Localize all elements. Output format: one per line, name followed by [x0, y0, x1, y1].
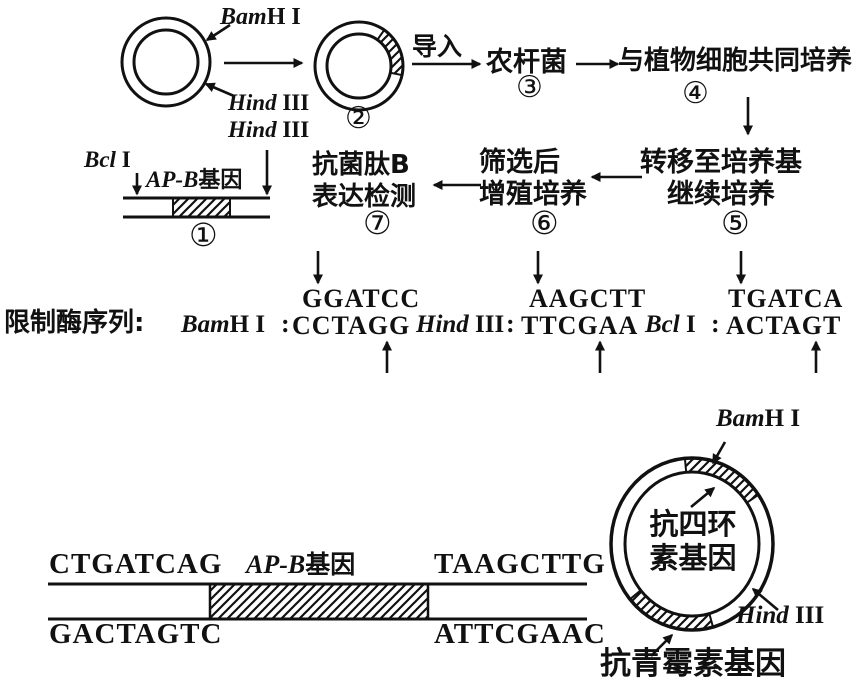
- ampicillin-gene-label: 抗青霉素基因: [600, 646, 786, 682]
- hind3-cut-arrow: [204, 82, 235, 98]
- daoru-label: 导入: [412, 32, 463, 61]
- agrobacterium-label: 农杆菌: [486, 47, 567, 78]
- enzyme-rest: III: [276, 117, 310, 142]
- enzyme-rest: III: [788, 602, 825, 629]
- plasmid3-bamh-arrow: [711, 441, 727, 465]
- enzyme-italic: Bcl: [84, 147, 116, 172]
- enzyme-italic: Bcl: [645, 311, 680, 338]
- bcl-top-strand: TGATCA: [728, 284, 844, 313]
- plasmid3-bamh-label: BamH I: [716, 405, 801, 432]
- tet-line2: 素基因: [649, 541, 737, 575]
- step5-line1: 转移至培养基: [640, 147, 802, 178]
- gene-name-cn: 基因: [198, 168, 243, 193]
- ampicillin-gene-arrow: [650, 633, 674, 657]
- bamh-seq-name: BamH I: [181, 311, 266, 338]
- enzyme-rest: H I: [764, 405, 801, 432]
- gene-name-italic: AP-B: [146, 167, 199, 192]
- tetracycline-gene-arrow: [690, 486, 716, 509]
- enzyme-rest: I: [115, 147, 131, 172]
- enzyme-italic: Hind: [228, 117, 277, 142]
- step2-number: ②: [345, 101, 372, 136]
- step4-number: ④: [682, 76, 709, 111]
- plasmid3-bamh-site-segment: [683, 456, 760, 505]
- step7-line2: 表达检测: [312, 182, 417, 212]
- apb-gene-label: AP-B基因: [146, 167, 243, 193]
- dna-gene-box: [208, 582, 430, 621]
- plasmid1-bamh-label: BamH I: [220, 4, 301, 30]
- hind-seq-name: Hind III: [416, 311, 505, 338]
- enzyme-rest: H I: [266, 4, 301, 30]
- dna-top-left-seq: CTGATCAG: [49, 548, 223, 580]
- bamh1-cut-arrow: [205, 23, 231, 42]
- plasmid2-insert-segment: [376, 28, 404, 77]
- step5-number: ⑤: [721, 204, 750, 242]
- enzyme-rest: H I: [229, 311, 266, 338]
- step6-line2: 增殖培养: [479, 179, 587, 210]
- enzyme-italic: Hind: [228, 90, 277, 115]
- dna-bottom-left-seq: GACTAGTC: [49, 618, 223, 650]
- bcl-colon: :: [711, 309, 721, 338]
- bamh-colon: :: [281, 309, 291, 338]
- hind-top-strand: AAGCTT: [529, 284, 647, 313]
- bamh-top-strand: GGATCC: [302, 284, 421, 313]
- step7-number: ⑦: [363, 204, 392, 242]
- plasmid1-outer-ring: [120, 16, 212, 108]
- enzyme-italic: Bam: [181, 311, 230, 338]
- fragment-hind-label: Hind III: [228, 117, 310, 142]
- bamh-bottom-strand: CCTAGG: [292, 311, 411, 340]
- dna-top-right-seq: TAAGCTTG: [434, 548, 606, 580]
- plasmid1-hind-label: Hind III: [228, 90, 310, 115]
- gene-name-italic: AP-B: [246, 550, 306, 579]
- enzyme-italic: Hind: [736, 602, 789, 629]
- enzyme-italic: Bam: [220, 4, 267, 30]
- enzyme-key-label: 限制酶序列:: [4, 308, 145, 338]
- coculture-label: 与植物细胞共同培养: [618, 46, 853, 76]
- step6-label: 筛选后 增殖培养: [479, 147, 587, 211]
- hind-colon: :: [506, 309, 516, 338]
- step5-label: 转移至培养基 继续培养: [638, 147, 804, 211]
- dna-gene-label: AP-B基因: [246, 551, 355, 578]
- step7-line1: 抗菌肽B: [312, 150, 410, 180]
- apb-gene-box: [172, 197, 231, 218]
- plasmid1-inner-ring: [132, 28, 200, 96]
- enzyme-rest: III: [276, 90, 310, 115]
- gene-name-cn: 基因: [305, 550, 356, 579]
- enzyme-italic: Hind: [416, 311, 469, 338]
- bcl-seq-name: Bcl I: [645, 311, 696, 338]
- step7-label: 抗菌肽B 表达检测: [312, 149, 416, 213]
- tetracycline-gene-label: 抗四环 素基因: [639, 507, 747, 575]
- tet-line1: 抗四环: [649, 507, 737, 541]
- enzyme-rest: I: [679, 311, 696, 338]
- step6-number: ⑥: [530, 204, 559, 242]
- hind-bottom-strand: TTCGAA: [521, 311, 639, 340]
- plasmid3-hind-label: Hind III: [736, 602, 825, 629]
- step3-number: ③: [516, 70, 543, 105]
- dna-bottom-right-seq: ATTCGAAC: [434, 618, 606, 650]
- step6-line1: 筛选后: [479, 147, 560, 178]
- fragment-bcl-label: Bcl I: [84, 147, 131, 172]
- enzyme-italic: Bam: [716, 405, 765, 432]
- enzyme-rest: III: [468, 311, 505, 338]
- bcl-bottom-strand: ACTAGT: [726, 311, 842, 340]
- plasmid3-hind-arrow: [751, 588, 779, 611]
- step1-number: ①: [189, 216, 218, 254]
- step5-line2: 继续培养: [667, 179, 775, 210]
- plasmid3-hind-site-segment: [628, 588, 715, 632]
